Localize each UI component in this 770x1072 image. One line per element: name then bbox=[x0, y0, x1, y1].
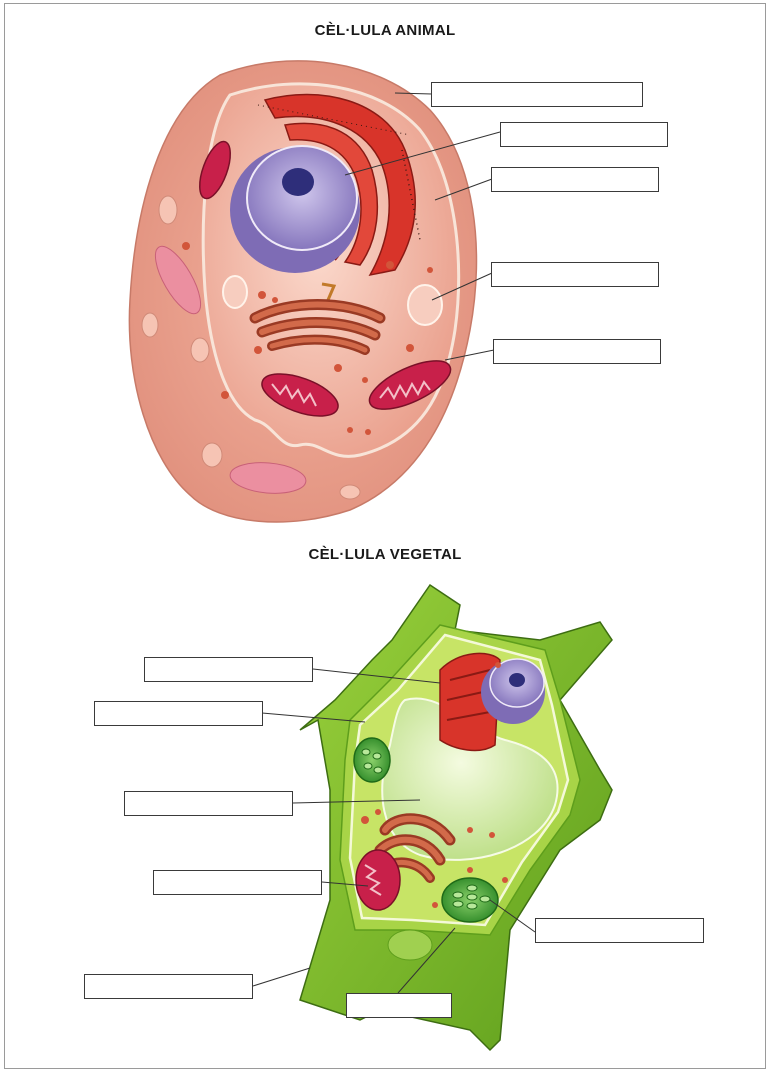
surface-vesicle bbox=[159, 196, 177, 224]
animal-vacuole bbox=[223, 276, 247, 308]
animal-vacuole bbox=[408, 285, 442, 325]
plant-label-box-7[interactable] bbox=[535, 918, 704, 943]
plant-mitochondrion bbox=[356, 850, 400, 910]
plant-cell bbox=[253, 585, 612, 1050]
plant-cell-wall-pit bbox=[388, 930, 432, 960]
plant-chloroplast bbox=[354, 738, 390, 782]
animal-label-box-4[interactable] bbox=[491, 262, 659, 287]
plant-label-box-3[interactable] bbox=[124, 791, 293, 816]
plant-label-box-2[interactable] bbox=[94, 701, 263, 726]
surface-vesicle bbox=[340, 485, 360, 499]
plant-label-box-1[interactable] bbox=[144, 657, 313, 682]
animal-nucleolus bbox=[282, 168, 314, 196]
animal-label-box-1[interactable] bbox=[431, 82, 643, 107]
animal-nucleus bbox=[230, 146, 360, 273]
surface-vesicle bbox=[142, 313, 158, 337]
animal-label-box-3[interactable] bbox=[491, 167, 659, 192]
animal-label-box-5[interactable] bbox=[493, 339, 661, 364]
plant-label-box-6[interactable] bbox=[346, 993, 452, 1018]
plant-chloroplast bbox=[442, 878, 498, 922]
animal-label-box-2[interactable] bbox=[500, 122, 668, 147]
surface-vesicle bbox=[191, 338, 209, 362]
surface-vesicle bbox=[202, 443, 222, 467]
plant-label-box-4[interactable] bbox=[153, 870, 322, 895]
plant-label-box-5[interactable] bbox=[84, 974, 253, 999]
animal-cell bbox=[129, 61, 500, 522]
plant-nucleolus bbox=[509, 673, 525, 687]
